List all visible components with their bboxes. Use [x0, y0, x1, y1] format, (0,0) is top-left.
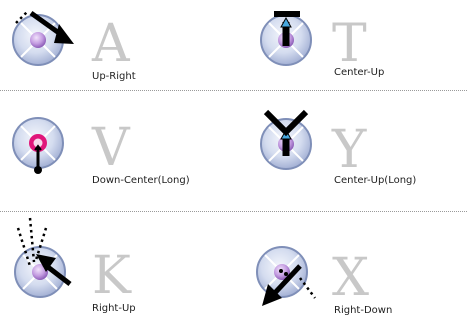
row-separator [0, 211, 467, 212]
gesture-label: Center-Up(Long) [334, 175, 417, 186]
gesture-label: Down-Center(Long) [92, 175, 190, 186]
gesture-letter: A [92, 14, 130, 74]
joystick-up-right-icon [8, 6, 78, 76]
joystick-center-up-long-icon [252, 109, 322, 180]
gesture-label: Up-Right [92, 71, 136, 82]
gesture-letter: Y [332, 120, 367, 180]
gesture-entry-v: V Down-Center(Long) [8, 112, 238, 212]
joystick-down-center-long-icon [8, 112, 78, 182]
gesture-label: Right-Down [334, 305, 393, 316]
gesture-entry-y: Y Center-Up(Long) [252, 109, 467, 210]
joystick-center-up-icon [252, 6, 322, 76]
gesture-letter: X [332, 248, 370, 308]
gesture-label: Center-Up [334, 67, 385, 78]
gesture-entry-k: K Right-Up [8, 216, 238, 316]
gesture-letter: V [92, 118, 130, 178]
gesture-entry-t: T Center-Up [252, 6, 467, 106]
gesture-letter: K [92, 246, 131, 306]
gesture-label: Right-Up [92, 303, 136, 314]
gesture-entry-a: A Up-Right [8, 6, 238, 106]
gesture-letter: T [332, 14, 367, 74]
joystick-right-down-icon [252, 222, 322, 306]
row-separator [0, 90, 467, 91]
gesture-entry-x: X Right-Down [252, 222, 467, 322]
joystick-right-up-icon [8, 216, 78, 298]
